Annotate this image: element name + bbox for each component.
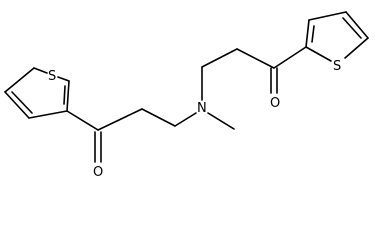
bond <box>4 91 30 119</box>
bond <box>11 91 33 114</box>
bond <box>342 17 362 39</box>
bond <box>345 11 369 39</box>
bond <box>4 67 35 93</box>
molecule-structure: S O N O S <box>4 11 369 180</box>
oxygen-left-label: O <box>93 165 103 180</box>
bond <box>66 110 99 131</box>
n-methyl-bond <box>207 112 235 130</box>
oxygen-right-label: O <box>270 96 280 111</box>
bond <box>344 37 369 59</box>
bond <box>33 67 48 74</box>
bond <box>63 85 66 105</box>
bond <box>97 108 143 131</box>
bond <box>308 11 347 21</box>
right-thiophene-ring <box>305 11 369 62</box>
sulfur-left-label: S <box>48 69 56 84</box>
bond <box>66 80 70 112</box>
sulfur-right-label: S <box>333 59 341 74</box>
bond <box>305 46 332 62</box>
bond <box>311 25 315 43</box>
bond <box>174 112 197 127</box>
right-chain <box>201 46 307 101</box>
bond <box>273 46 307 69</box>
left-chain <box>66 108 197 163</box>
bond <box>236 48 275 69</box>
bond <box>28 110 68 119</box>
bond <box>201 48 238 68</box>
bond <box>57 76 70 82</box>
bond <box>141 108 176 127</box>
left-thiophene-ring <box>4 67 70 119</box>
bond <box>305 19 310 48</box>
nitrogen-label: N <box>197 101 207 116</box>
